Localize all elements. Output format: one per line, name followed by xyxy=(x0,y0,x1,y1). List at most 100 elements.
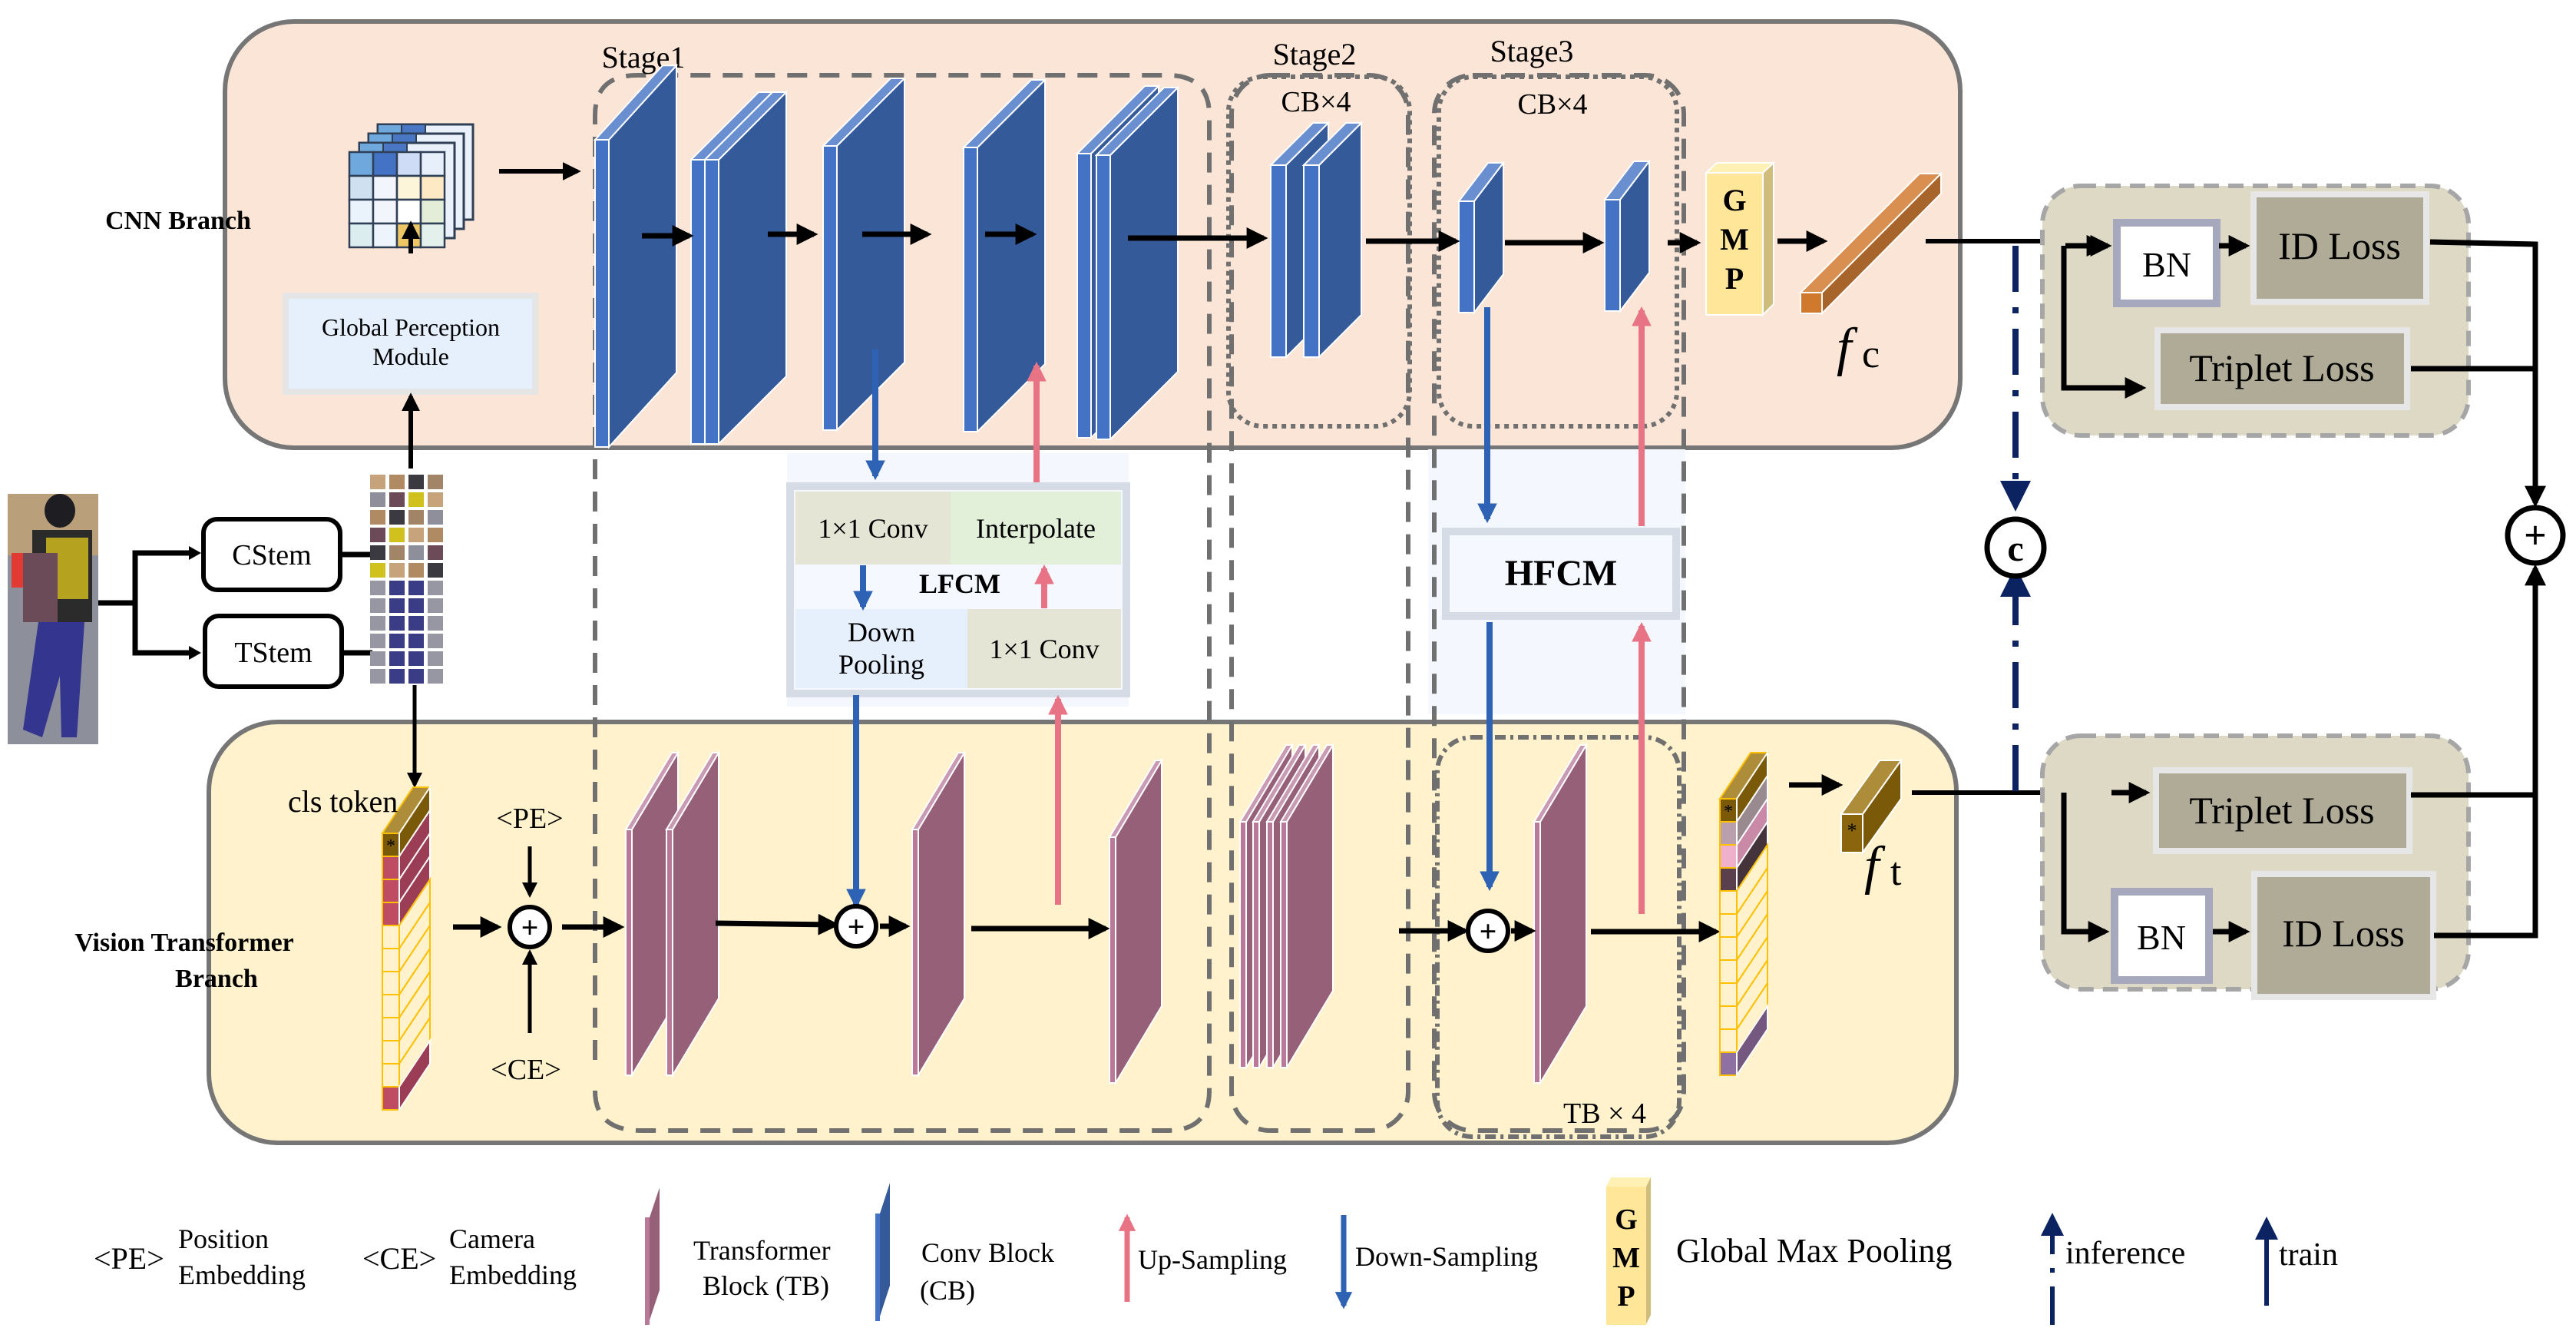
vit-branch-label-line2: Branch xyxy=(175,965,258,993)
conv-block xyxy=(821,76,907,432)
legend-pe-line2: Embedding xyxy=(178,1260,306,1290)
image-patch xyxy=(370,510,385,525)
vit-triplet-loss-box xyxy=(2153,767,2412,854)
connector-image-to-stems xyxy=(98,550,192,656)
image-patch xyxy=(428,528,443,542)
transformer-block xyxy=(1279,742,1334,1071)
hfcm-label: HFCM xyxy=(1505,553,1618,594)
output-token-stack: * xyxy=(1718,750,1769,1078)
svg-text:G: G xyxy=(1615,1204,1638,1236)
stage3-cb-group xyxy=(1437,74,1679,429)
legend-cb-line1: Conv Block xyxy=(921,1237,1054,1268)
svg-text:Down: Down xyxy=(848,617,915,647)
loss-sum-node: + xyxy=(2505,505,2566,566)
image-patch xyxy=(428,651,443,666)
image-patch xyxy=(428,669,443,684)
feature-fc-subscript: c xyxy=(1862,333,1880,376)
sum-node-3: + xyxy=(1466,909,1510,953)
legend: <PE> Position Embedding <CE> Camera Embe… xyxy=(94,1177,2338,1326)
legend-train-label: train xyxy=(2279,1237,2338,1273)
image-patch xyxy=(370,563,385,578)
transformer-block xyxy=(1533,742,1588,1086)
image-patch xyxy=(389,475,405,489)
image-patch xyxy=(389,492,405,507)
token-cell xyxy=(1719,1051,1738,1076)
svg-text:LFCM: LFCM xyxy=(919,568,1000,599)
legend-transformer-block-icon xyxy=(645,1182,661,1326)
image-patch xyxy=(370,651,385,666)
image-patch xyxy=(370,581,385,595)
global-perception-module xyxy=(283,293,538,395)
vit-id-loss-label: ID Loss xyxy=(2282,912,2405,955)
feature-map-grid-icon xyxy=(348,123,475,249)
vit-transformer-blocks xyxy=(624,742,1588,1086)
vit-flow-arrows xyxy=(715,913,1721,942)
svg-text:*: * xyxy=(1847,820,1857,842)
svg-text:+: + xyxy=(2524,514,2547,558)
image-patch xyxy=(370,475,385,489)
svg-text:G: G xyxy=(1722,183,1746,217)
transformer-block xyxy=(1108,757,1163,1086)
legend-ce-line1: Camera xyxy=(449,1223,535,1254)
conv-block xyxy=(593,63,679,449)
svg-text:Pooling: Pooling xyxy=(838,649,924,680)
stage1-boundary xyxy=(593,73,1212,1133)
image-patch xyxy=(389,581,405,595)
image-patches-grid xyxy=(370,475,443,684)
cnn-id-loss-box xyxy=(2250,191,2429,305)
image-patch xyxy=(428,634,443,648)
feature-ft-bar: * xyxy=(1840,757,1903,856)
image-patch xyxy=(370,528,385,542)
svg-text:P: P xyxy=(1617,1280,1635,1313)
vit-branch-label-line1: Vision Transformer xyxy=(74,929,294,957)
gpm-label-line1: Global Perception xyxy=(322,313,500,341)
vit-id-loss-box xyxy=(2251,871,2436,1000)
cnn-conv-blocks xyxy=(593,63,1652,449)
conv-block xyxy=(1094,85,1180,442)
image-patch xyxy=(428,545,443,560)
conv-block xyxy=(1301,121,1364,359)
image-patch xyxy=(408,510,424,525)
cnn-triplet-loss-box xyxy=(2154,327,2410,410)
image-patch xyxy=(428,581,443,595)
svg-text:c: c xyxy=(2007,528,2023,569)
cnn-triplet-loss-label: Triplet Loss xyxy=(2189,346,2374,389)
legend-tb-line1: Transformer xyxy=(693,1235,831,1266)
cnn-flow-arrows xyxy=(642,224,1828,253)
token-cell xyxy=(1719,867,1738,892)
image-patch xyxy=(389,528,405,542)
transformer-block xyxy=(665,750,720,1078)
conv-block xyxy=(703,90,789,446)
image-patch xyxy=(428,475,443,489)
legend-conv-block-icon xyxy=(875,1177,891,1322)
token-cell xyxy=(1719,821,1738,846)
svg-text:Interpolate: Interpolate xyxy=(976,513,1096,544)
stage2-label: Stage2 xyxy=(1273,37,1357,71)
conv-block xyxy=(1602,159,1652,313)
image-patch xyxy=(408,616,424,631)
image-patch xyxy=(408,475,424,489)
stage3-tb-count: TB × 4 xyxy=(1563,1098,1646,1130)
image-patch xyxy=(408,528,424,542)
lfcm-module: 1×1 Conv Interpolate LFCM Down Pooling 1… xyxy=(786,482,1130,697)
image-patch xyxy=(389,563,405,578)
svg-text:1×1 Conv: 1×1 Conv xyxy=(989,634,1099,664)
pe-label: <PE> xyxy=(496,803,563,835)
image-patch xyxy=(389,598,405,613)
svg-text:M: M xyxy=(1720,222,1749,257)
stage3-tb-group xyxy=(1435,735,1682,1139)
token-cell xyxy=(382,879,400,903)
svg-text:P: P xyxy=(1725,261,1744,296)
legend-tb-line2: Block (TB) xyxy=(703,1270,829,1301)
transformer-block xyxy=(911,750,966,1078)
conv-block xyxy=(1457,161,1506,315)
image-patch xyxy=(389,651,405,666)
legend-inference-label: inference xyxy=(2065,1236,2185,1271)
cls-star: * xyxy=(1724,802,1733,822)
sum-node-2: + xyxy=(834,904,878,949)
stage3-cb-count: CB×4 xyxy=(1517,88,1587,121)
tstem-label: TStem xyxy=(234,637,312,669)
vit-bn-label: BN xyxy=(2137,918,2186,957)
image-patch xyxy=(408,563,424,578)
